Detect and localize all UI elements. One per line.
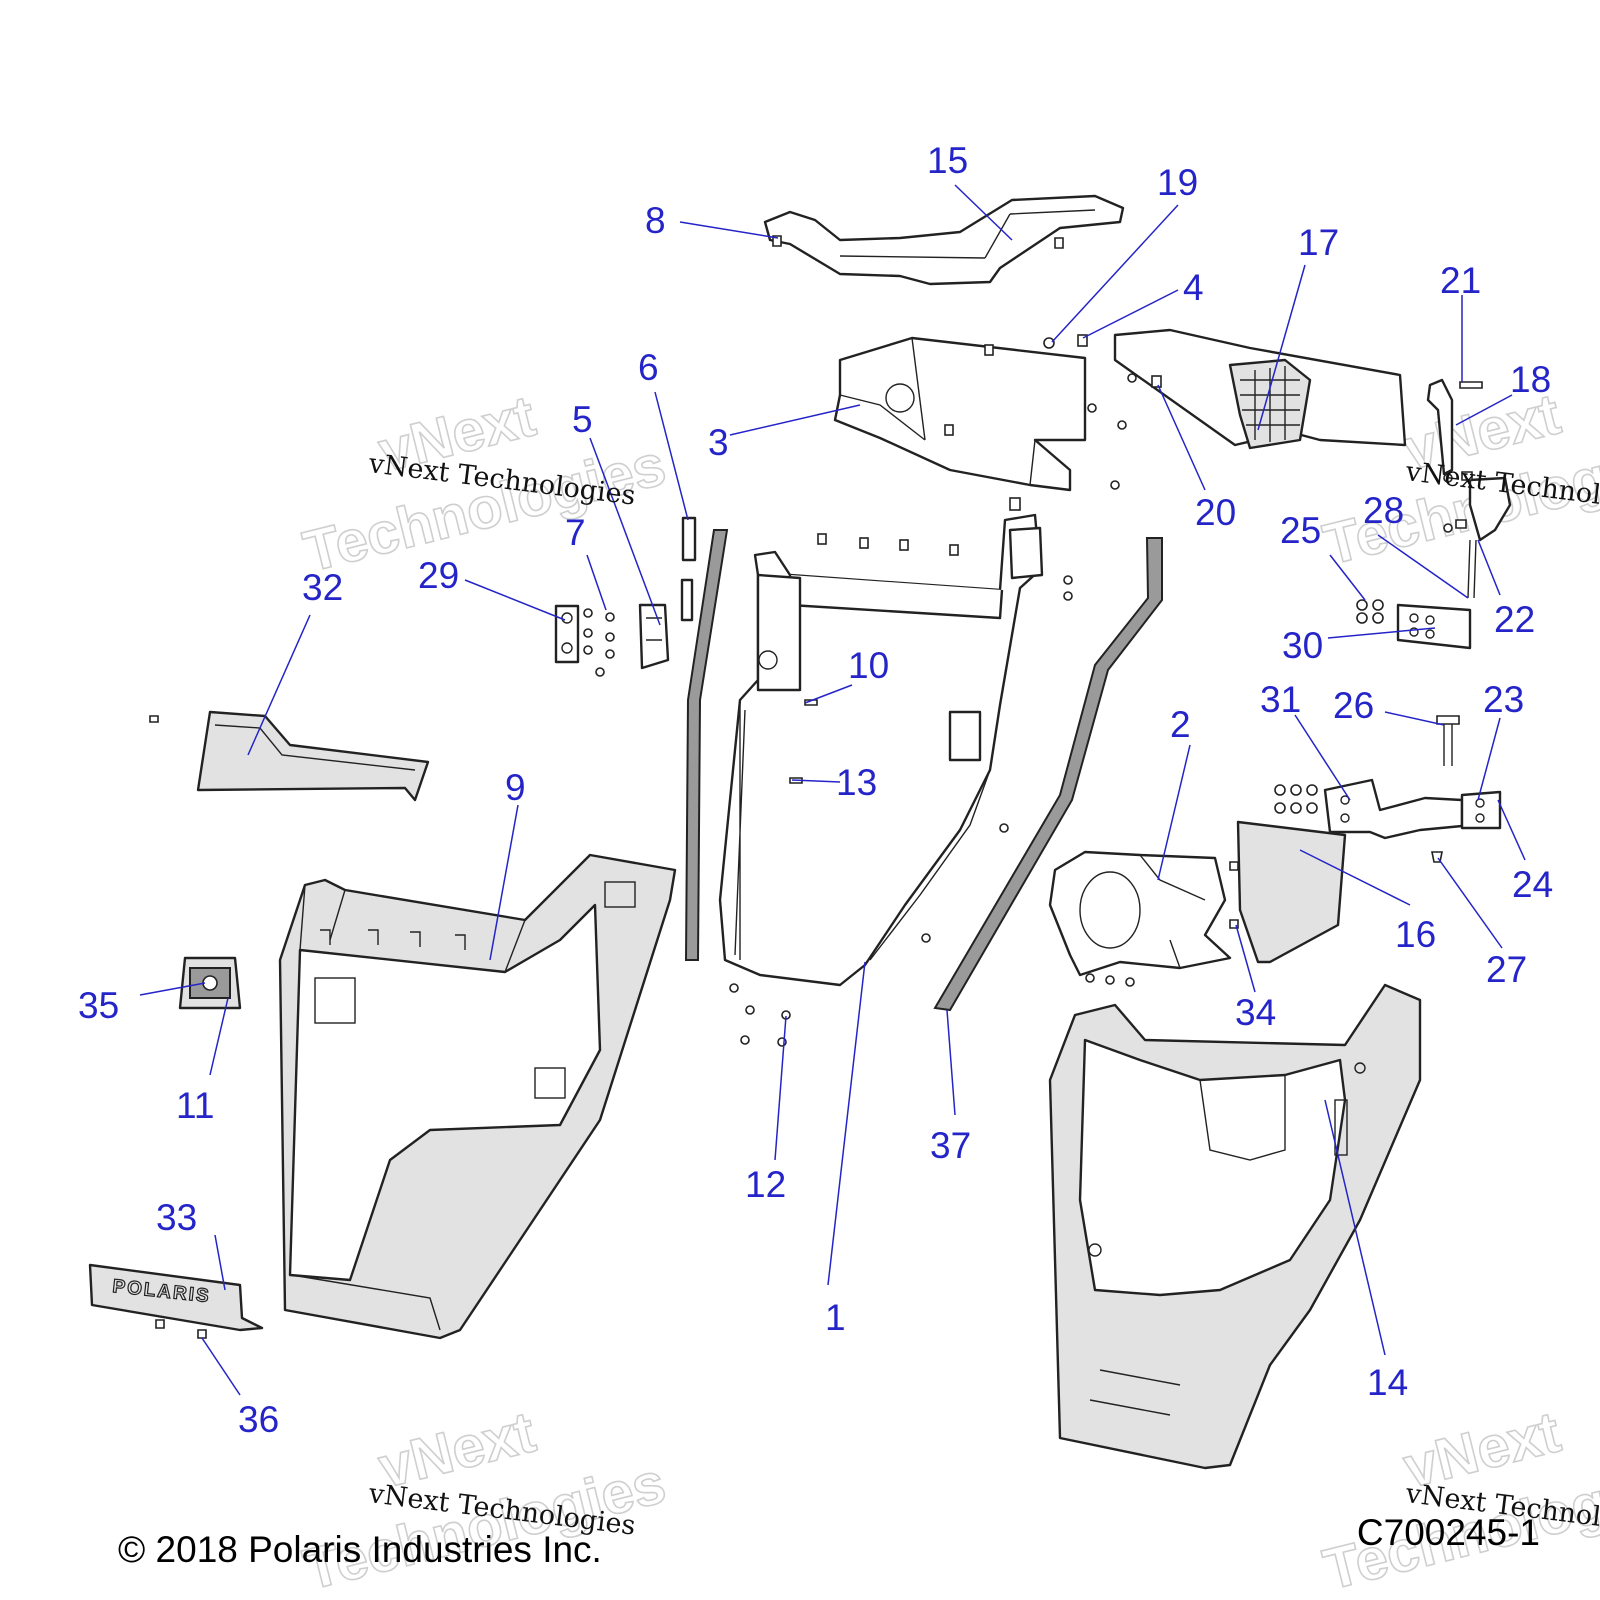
callout-label: 31 [1260, 679, 1301, 720]
part-31-hinge-bracket [1274, 715, 1502, 863]
callout-label: 11 [176, 1085, 214, 1126]
callout-label: 35 [78, 985, 119, 1026]
callout-label: 7 [565, 512, 586, 553]
callout-label: 3 [708, 422, 729, 463]
part-14-lower-door [1048, 983, 1422, 1470]
callout-label: 36 [238, 1399, 279, 1440]
callout-label: 37 [930, 1125, 971, 1166]
callout-label: 26 [1333, 685, 1374, 726]
callout-label: 22 [1494, 599, 1535, 640]
callout-label: 18 [1510, 359, 1551, 400]
callout-label: 12 [745, 1164, 786, 1205]
callout-label: 10 [848, 645, 889, 686]
footer: © 2018 Polaris Industries Inc. C700245-1 [118, 1512, 1540, 1570]
callout-label: 13 [836, 762, 877, 803]
callout-label: 2 [1170, 704, 1191, 745]
part-2-speaker-bracket [1048, 850, 1239, 987]
callout-numbers: 1 2 3 4 5 6 7 8 9 10 11 12 13 14 15 16 1… [78, 140, 1553, 1440]
part-5-6-latch [554, 516, 697, 677]
drawing-id: C700245-1 [1357, 1512, 1540, 1553]
callout-label: 8 [645, 200, 666, 241]
callout-label: 34 [1235, 992, 1276, 1033]
part-32-door-trim [149, 710, 430, 802]
callout-label: 28 [1363, 490, 1404, 531]
callout-label: 19 [1157, 162, 1198, 203]
loose-hardware [729, 334, 1453, 1047]
callout-label: 32 [302, 567, 343, 608]
callout-label: 9 [505, 767, 526, 808]
callout-label: 25 [1280, 510, 1321, 551]
part-15-top-trim [763, 194, 1125, 286]
callout-label: 14 [1367, 1362, 1408, 1403]
callout-label: 24 [1512, 864, 1553, 905]
part-33-badge: POLARIS [88, 1263, 264, 1339]
part-16-speaker-cup [1236, 820, 1347, 964]
callout-label: 23 [1483, 679, 1524, 720]
part-door-seals [684, 529, 1163, 1012]
callout-label: 15 [927, 140, 968, 181]
callout-label: 17 [1298, 222, 1339, 263]
part-3-dash-bracket [833, 336, 1087, 492]
callout-label: 4 [1183, 267, 1204, 308]
callout-label: 20 [1195, 492, 1236, 533]
leader-lines [139, 184, 1526, 1396]
part-30-plate [1356, 599, 1472, 650]
callout-label: 29 [418, 555, 459, 596]
callout-label: 21 [1440, 260, 1481, 301]
callout-label: 30 [1282, 625, 1323, 666]
callout-label: 1 [825, 1297, 846, 1338]
parts-layer: POLARIS [88, 194, 1512, 1470]
callout-label: 5 [572, 399, 593, 440]
callout-label: 27 [1486, 949, 1527, 990]
part-9-door-panel [278, 853, 677, 1340]
part-1-door-frame [718, 497, 1044, 987]
part-35-lock-housing [178, 956, 242, 1010]
part-18-22-hinge-rod [1426, 378, 1512, 599]
callout-label: 33 [156, 1197, 197, 1238]
copyright-text: © 2018 Polaris Industries Inc. [118, 1529, 602, 1570]
callout-label: 16 [1395, 914, 1436, 955]
part-17-vent-panel [1113, 328, 1407, 450]
callout-label: 6 [638, 347, 659, 388]
